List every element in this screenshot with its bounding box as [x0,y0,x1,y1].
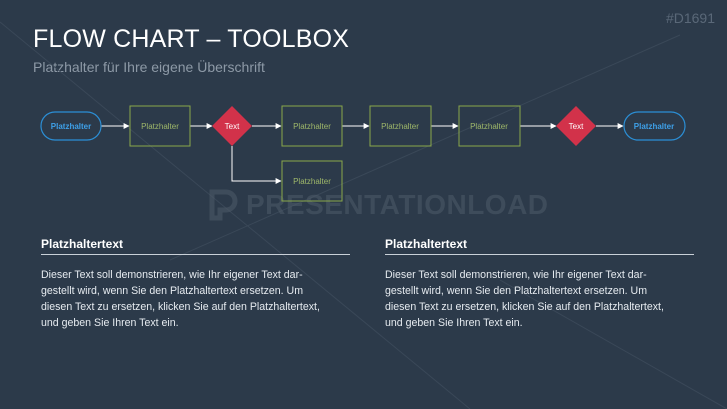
flow-start-label: Platzhalter [51,122,91,131]
flow-process-box-1[interactable]: Platzhalter [129,105,191,147]
text-column-body: Dieser Text soll demonstrieren, wie Ihr … [385,267,694,331]
text-column-heading: Platzhaltertext [41,237,350,255]
watermark-logo-icon [209,189,238,221]
connectors [101,123,624,184]
background-diagonal-line [0,21,471,409]
text-column-line: und geben Sie Ihren Text ein. [385,317,523,329]
flow-process-box-3-label: Platzhalter [381,122,419,131]
text-column-right: Platzhaltertext Dieser Text soll demonst… [385,237,694,331]
text-column-line: diesen Text zu ersetzen, klicken Sie auf… [385,301,664,313]
flow-process-box-1-label: Platzhalter [141,122,179,131]
flow-start-terminal[interactable]: Platzhalter [40,111,102,141]
flow-branch-box-label: Platzhalter [293,177,331,186]
background-diagonal-line [169,34,681,261]
watermark-text: PRESENTATIONLOAD [246,189,549,220]
flow-decision-1[interactable]: Text [212,106,252,146]
text-column-line: und geben Sie Ihren Text ein. [41,317,179,329]
flow-decision-2[interactable]: Text [556,106,596,146]
background-diagonal-line [499,279,727,409]
text-column-line: diesen Text zu ersetzen, klicken Sie auf… [41,301,320,313]
flow-decision-2-label: Text [569,122,584,131]
slide-title: FLOW CHART – TOOLBOX [33,25,350,53]
flow-end-terminal[interactable]: Platzhalter [623,111,686,141]
text-column-line: Dieser Text soll demonstrieren, wie Ihr … [385,269,647,281]
text-column-line: gestellt wird, wenn Sie den Platzhaltert… [41,285,304,297]
text-column-line: gestellt wird, wenn Sie den Platzhaltert… [385,285,648,297]
flow-process-box-2[interactable]: Platzhalter [281,105,343,147]
flow-process-box-4-label: Platzhalter [470,122,508,131]
text-column-heading: Platzhaltertext [385,237,694,255]
arrow-decision1-to-branch [231,146,282,184]
slide-code: #D1691 [665,10,715,26]
flow-process-box-4[interactable]: Platzhalter [458,105,521,147]
flow-end-label: Platzhalter [634,122,674,131]
flow-branch-box[interactable]: Platzhalter [281,160,343,202]
flow-decision-1-label: Text [225,122,240,131]
text-column-body: Dieser Text soll demonstrieren, wie Ihr … [41,267,350,331]
text-column-left: Platzhaltertext Dieser Text soll demonst… [41,237,350,331]
watermark: PRESENTATIONLOAD [208,188,549,222]
slide-subtitle: Platzhalter für Ihre eigene Überschrift [33,59,265,75]
flow-process-box-2-label: Platzhalter [293,122,331,131]
text-column-line: Dieser Text soll demonstrieren, wie Ihr … [41,269,303,281]
flow-process-box-3[interactable]: Platzhalter [369,105,432,147]
